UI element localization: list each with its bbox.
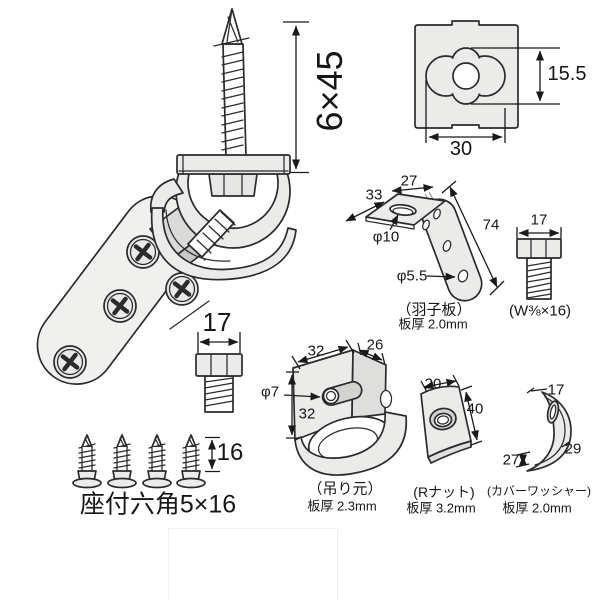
rnut-thickness-label: 板厚 3.2mm: [406, 500, 476, 516]
screw-set-dim-16: 16: [216, 439, 244, 466]
rnut-name-label: (Rナット): [413, 484, 475, 500]
hagoita-thickness-label: 板厚 2.0mm: [398, 316, 468, 332]
w38-bolt-drawing: [516, 227, 562, 300]
mid-bolt-drawing: [195, 332, 243, 413]
tsurimoto-bracket-drawing: [283, 339, 408, 476]
hagoita-plate-drawing: [345, 180, 505, 302]
screw-set-drawing: [72, 434, 220, 489]
tsurimoto-dim-32-side: 32: [298, 405, 316, 423]
square-nut-plate-drawing: [414, 20, 560, 143]
tsurimoto-name-label: （吊り元）: [307, 480, 383, 498]
hagoita-dim-27: 27: [400, 172, 418, 190]
hagoita-dim-33: 33: [365, 186, 383, 204]
washer-dim-17: 17: [547, 381, 565, 399]
hagoita-hole-large-dim: φ10: [372, 228, 400, 246]
tsurimoto-dim-32-top: 32: [307, 342, 325, 360]
rnut-dim-20: 20: [424, 375, 442, 393]
washer-name-label: (カバーワッシャー): [487, 484, 591, 498]
hagoita-dim-74: 74: [482, 216, 500, 234]
r-nut-drawing: [420, 374, 483, 464]
tsurimoto-thickness-label: 板厚 2.3mm: [307, 498, 377, 514]
mid-bolt-dim-17: 17: [202, 307, 232, 337]
hanger-bolt-assembly-drawing: [36, 8, 309, 385]
cover-washer-drawing: [515, 387, 572, 472]
hagoita-hole-small-dim: φ5.5: [396, 267, 428, 285]
plate-height-dim: 15.5: [547, 63, 587, 85]
washer-dim-27: 27: [502, 451, 520, 469]
plate-width-dim: 30: [449, 138, 473, 160]
tsurimoto-dim-26: 26: [366, 336, 384, 354]
screw-set-name-label: 座付六角5×16: [79, 490, 237, 519]
faint-rectangle: [168, 528, 338, 600]
rnut-dim-40: 40: [466, 400, 484, 418]
assembly-size-label: 6×45: [309, 50, 350, 132]
tsurimoto-hole-dim: φ7: [260, 383, 280, 401]
w38-bolt-dim-17: 17: [530, 211, 548, 229]
washer-thickness-label: 板厚 2.0mm: [502, 500, 572, 516]
washer-dim-29: 29: [564, 440, 582, 458]
hagoita-name-label: （羽子板）: [396, 301, 472, 319]
w38-bolt-name-label: (W⅜×16): [508, 302, 572, 320]
